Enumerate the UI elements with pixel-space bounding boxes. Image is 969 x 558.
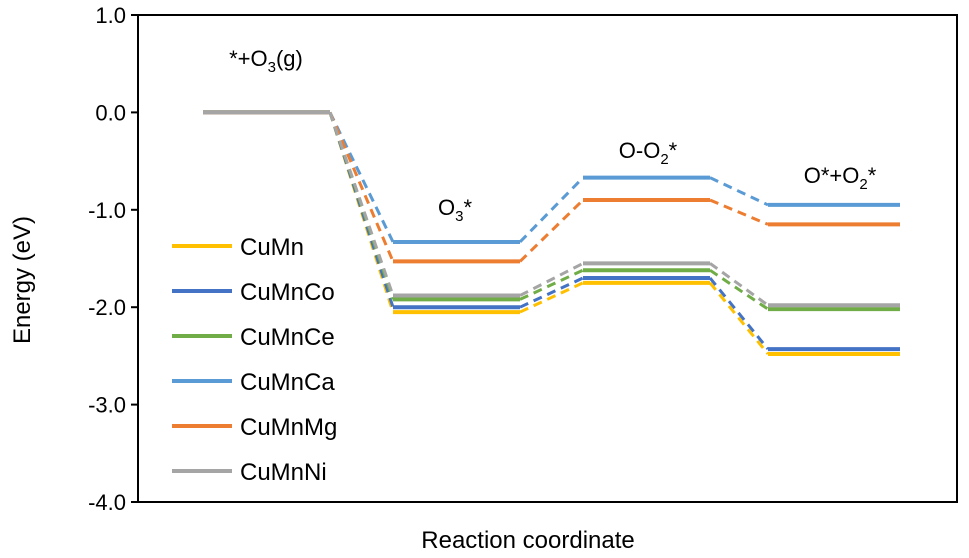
series-CuMnNi <box>203 110 900 308</box>
legend-label-CuMnCe: CuMnCe <box>240 324 335 351</box>
legend-label-CuMnCa: CuMnCa <box>240 369 335 396</box>
transition-CuMnNi-2 <box>709 262 769 307</box>
transition-CuMnCe-1 <box>519 268 584 301</box>
series-CuMn <box>203 110 900 356</box>
transition-CuMnCa-1 <box>518 176 585 243</box>
transition-CuMnCo-1 <box>519 276 584 309</box>
transition-CuMn-2 <box>708 281 770 355</box>
y-axis-title: Energy (eV) <box>9 216 36 344</box>
legend-label-CuMnNi: CuMnNi <box>240 459 327 486</box>
axis-layer: 1.0 0.0 -1.0 -2.0 -3.0 -4.0 <box>88 3 958 515</box>
transition-CuMnNi-0 <box>328 111 395 296</box>
y-tick-label: 0.0 <box>95 100 126 125</box>
legend-label-CuMn: CuMn <box>240 234 304 261</box>
x-axis-title: Reaction coordinate <box>421 527 634 554</box>
transition-CuMnMg-0 <box>328 111 395 263</box>
plot-frame <box>137 14 958 503</box>
state-label-layer: *+O3(g) O3* O-O2* O*+O2* <box>229 46 877 225</box>
y-tick-label: -1.0 <box>88 198 126 223</box>
transition-CuMn-1 <box>519 281 584 314</box>
legend-label-CuMnMg: CuMnMg <box>240 414 337 441</box>
transition-CuMnCe-2 <box>709 268 769 311</box>
transition-CuMnCa-2 <box>709 176 769 207</box>
series-layer <box>203 110 900 356</box>
state-label-2: O-O2* <box>619 138 678 168</box>
transition-CuMnCo-2 <box>708 277 770 351</box>
transition-CuMnMg-2 <box>709 198 769 226</box>
state-label-3: O*+O2* <box>804 163 877 193</box>
y-tick-label: -2.0 <box>88 295 126 320</box>
transition-CuMnCa-0 <box>328 111 395 243</box>
legend-label-CuMnCo: CuMnCo <box>240 279 335 306</box>
state-label-1: O3* <box>438 195 472 225</box>
y-tick-label: -4.0 <box>88 490 126 515</box>
y-tick-label: -3.0 <box>88 393 126 418</box>
state-label-0: *+O3(g) <box>229 46 303 76</box>
y-tick-label: 1.0 <box>95 3 126 28</box>
transition-CuMnNi-1 <box>519 262 584 297</box>
series-CuMnMg <box>203 110 900 264</box>
series-CuMnCo <box>203 110 900 352</box>
